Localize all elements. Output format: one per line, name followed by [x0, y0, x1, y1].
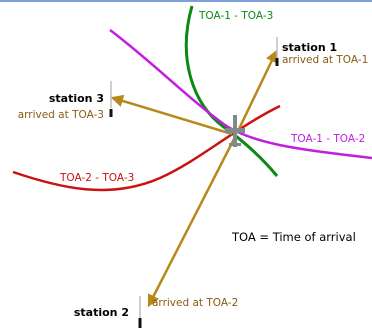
antenna-mast-icon-station-3 — [109, 81, 113, 117]
curve-toa1-toa3 — [184, 5, 279, 177]
curve-label-toa1-toa2: TOA-1 - TOA-2 — [290, 133, 365, 145]
station-2-arrival: arrived at TOA-2 — [152, 297, 238, 309]
station-1-arrival: arrived at TOA-1 — [282, 54, 368, 66]
signal-arrow-station-2 — [147, 138, 236, 308]
curve-toa1-toa2 — [109, 29, 372, 160]
signal-arrow-station-1 — [236, 49, 278, 132]
antenna-mast-icon-station-1 — [275, 37, 279, 66]
curve-label-toa2-toa3: TOA-2 - TOA-3 — [59, 172, 134, 184]
curve-label-toa1-toa3: TOA-1 - TOA-3 — [198, 10, 273, 22]
aircraft-icon — [225, 115, 245, 147]
station-1-name: station 1 — [282, 41, 337, 54]
station-2-name: station 2 — [74, 306, 129, 319]
station-3-name: station 3 — [49, 92, 104, 105]
toa-definition-note: TOA = Time of arrival — [231, 230, 356, 244]
antenna-mast-icon-station-2 — [138, 296, 142, 328]
station-3-arrival: arrived at TOA-3 — [18, 109, 104, 121]
signal-arrow-station-3 — [110, 94, 233, 136]
